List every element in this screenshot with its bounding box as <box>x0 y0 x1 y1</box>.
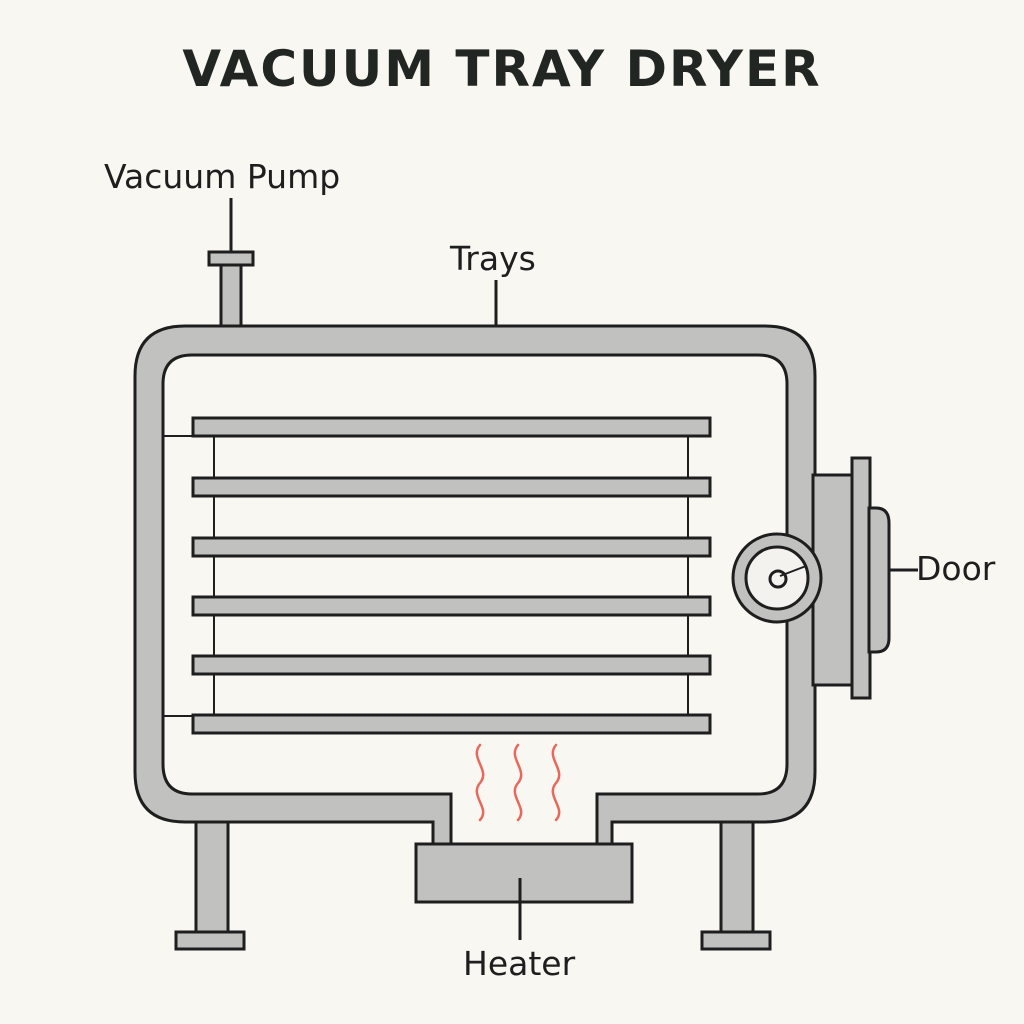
leg-left <box>174 820 246 951</box>
tray-4 <box>191 595 712 617</box>
diagram-title: VACUUM TRAY DRYER <box>182 40 821 98</box>
tray-5 <box>191 654 712 676</box>
label-heater: Heater <box>463 944 576 983</box>
chamber-shell <box>133 324 817 847</box>
label-door: Door <box>916 549 996 588</box>
tray-3 <box>191 536 712 558</box>
pressure-gauge <box>731 532 823 624</box>
tray-2 <box>191 476 712 498</box>
label-vacuum-pump: Vacuum Pump <box>104 157 340 196</box>
heat-wave-1 <box>475 743 485 822</box>
tray-6 <box>191 713 712 735</box>
door-assembly <box>811 456 891 700</box>
heat-wave-2 <box>513 743 523 822</box>
tray-1 <box>191 416 712 438</box>
trays <box>191 416 712 735</box>
heat-wave-3 <box>551 743 561 822</box>
heat-waves <box>475 743 561 822</box>
leg-right <box>700 820 772 951</box>
heater-box <box>414 842 634 904</box>
label-trays: Trays <box>449 239 536 278</box>
vacuum-pump-pipe <box>207 250 255 332</box>
